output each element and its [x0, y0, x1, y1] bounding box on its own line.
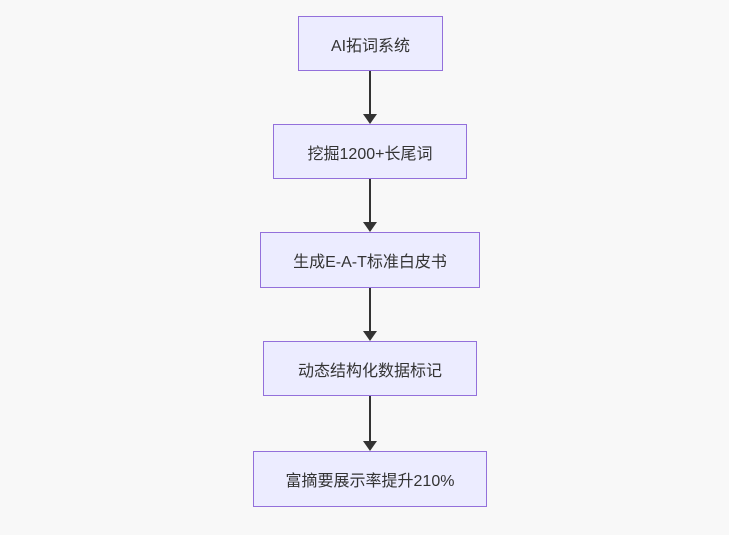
flow-node-label: AI拓词系统 — [330, 37, 411, 55]
flow-node-eat-whitepaper: 生成E-A-T标准白皮书 — [260, 232, 480, 288]
arrow-line — [369, 288, 371, 333]
arrow-head-icon — [363, 114, 377, 124]
flow-arrow-3 — [363, 288, 377, 341]
flow-node-label: 生成E-A-T标准白皮书 — [293, 254, 447, 271]
arrow-line — [369, 71, 371, 116]
flow-arrow-1 — [363, 71, 377, 124]
flow-node-label: 富摘要展示率提升210% — [285, 473, 455, 490]
flow-node-structured-data: 动态结构化数据标记 — [263, 341, 477, 396]
arrow-head-icon — [363, 222, 377, 232]
flow-node-label: 动态结构化数据标记 — [297, 362, 442, 380]
flow-node-longtail-mining: 挖掘1200+长尾词 — [273, 124, 467, 179]
flow-node-ai-word-system: AI拓词系统 — [298, 16, 443, 71]
flow-node-label: 挖掘1200+长尾词 — [307, 145, 433, 163]
flow-node-rich-snippet-rate: 富摘要展示率提升210% — [253, 451, 487, 507]
arrow-head-icon — [363, 441, 377, 451]
arrow-line — [369, 179, 371, 224]
flow-arrow-2 — [363, 179, 377, 232]
arrow-head-icon — [363, 331, 377, 341]
arrow-line — [369, 396, 371, 443]
flow-arrow-4 — [363, 396, 377, 451]
